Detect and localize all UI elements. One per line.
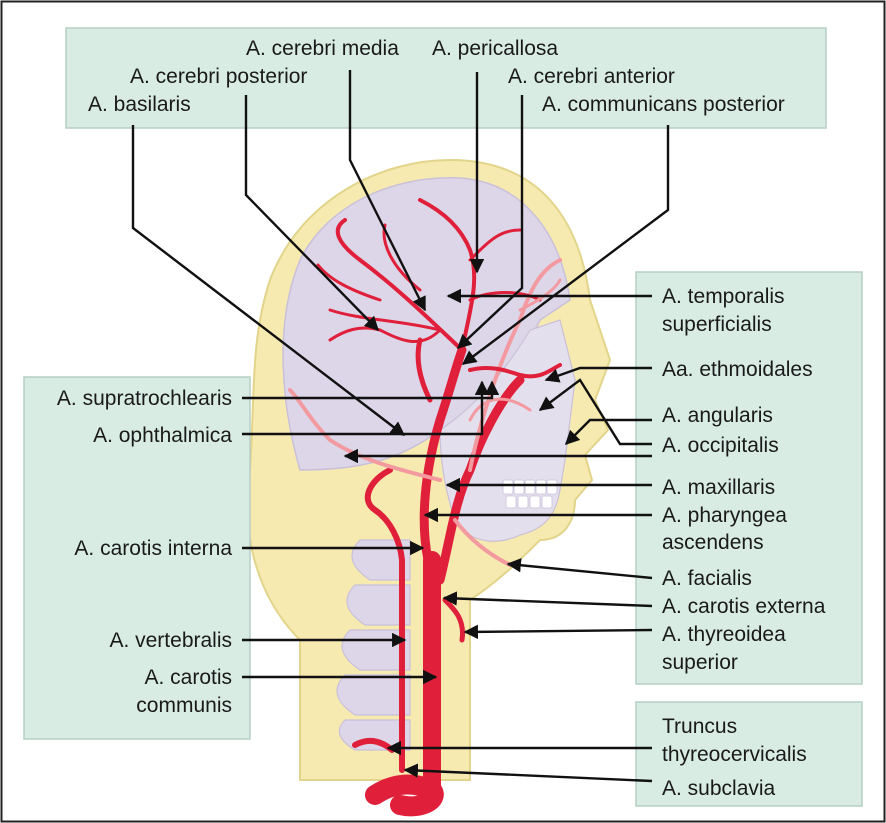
label-cerebri-posterior: A. cerebri posterior	[130, 65, 307, 88]
label-carotis-externa: A. carotis externa	[662, 595, 826, 618]
label-pharyngea-ascendens-line2: ascendens	[662, 531, 764, 554]
label-pharyngea-ascendens-line1: A. pharyngea	[662, 504, 787, 527]
label-carotis-interna: A. carotis interna	[74, 537, 232, 560]
label-carotis-communis-line1: A. carotis	[144, 666, 232, 689]
label-temporalis-superficialis-line1: A. temporalis	[662, 285, 785, 308]
label-maxillaris: A. maxillaris	[662, 476, 775, 499]
label-ethmoidales: Aa. ethmoidales	[662, 358, 813, 381]
label-basilaris: A. basilaris	[88, 93, 191, 116]
label-cerebri-anterior: A. cerebri anterior	[508, 65, 675, 88]
label-occipitalis: A. occipitalis	[662, 434, 779, 457]
label-angularis: A. angularis	[662, 404, 773, 427]
label-temporalis-superficialis-line2: superficialis	[662, 313, 772, 336]
label-cerebri-media: A. cerebri media	[246, 37, 399, 60]
label-vertebralis: A. vertebralis	[109, 629, 232, 652]
label-thyreoidea-superior-line1: A. thyreoidea	[662, 623, 786, 646]
label-communicans-posterior: A. communicans posterior	[542, 93, 785, 116]
label-supratrochlearis: A. supratrochlearis	[57, 387, 232, 410]
label-facialis: A. facialis	[662, 567, 752, 590]
label-carotis-communis-line2: communis	[136, 694, 232, 717]
label-subclavia: A. subclavia	[662, 777, 776, 800]
subclavia-vessel	[375, 785, 434, 807]
label-pericallosa: A. pericallosa	[432, 37, 558, 60]
label-thyreoidea-superior-line2: superior	[662, 651, 738, 674]
label-ophthalmica: A. ophthalmica	[93, 424, 232, 447]
label-truncus-thyreocervicalis-line2: thyreocervicalis	[662, 743, 807, 766]
label-truncus-thyreocervicalis-line1: Truncus	[662, 715, 737, 738]
